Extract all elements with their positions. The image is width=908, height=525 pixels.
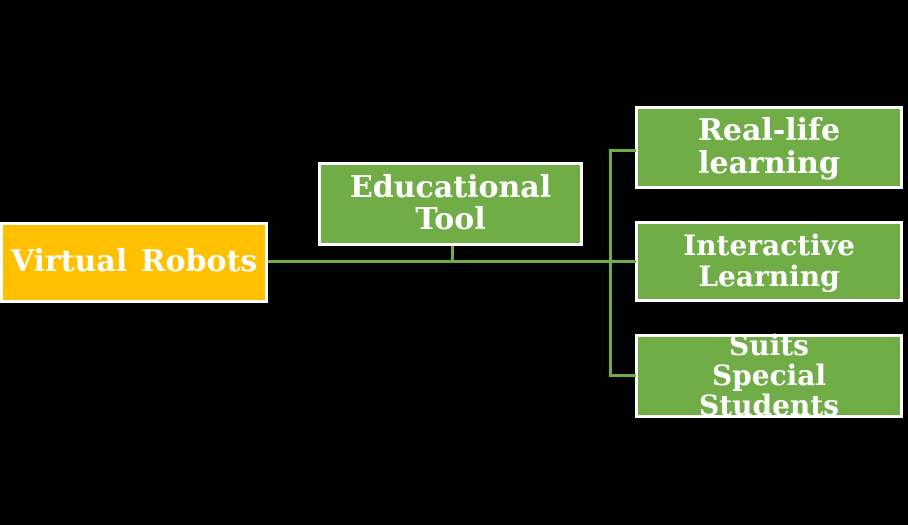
node-educational-tool: Educational Tool [318, 162, 583, 246]
connector-right-vertical-trunk [609, 149, 612, 377]
node-suits-special-students: Suits Special Students [635, 330, 903, 421]
connector-stub-suits-special [609, 374, 636, 377]
node-educational-tool-label: Educational Tool [349, 169, 552, 237]
connector-main-horizontal [268, 260, 636, 263]
connector-educational-tool-stub [451, 246, 454, 260]
connector-stub-real-life [609, 149, 636, 152]
node-real-life-learning: Real-life learning [635, 106, 903, 189]
node-interactive-learning-label: Interactive Learning [683, 229, 855, 293]
node-virtual-robots: Virtual Robots [0, 222, 268, 303]
node-interactive-learning: Interactive Learning [635, 221, 903, 302]
node-real-life-learning-label: Real-life learning [697, 113, 841, 181]
node-suits-special-students-label: Suits Special Students [699, 328, 839, 423]
node-virtual-robots-label: Virtual Robots [10, 244, 258, 280]
